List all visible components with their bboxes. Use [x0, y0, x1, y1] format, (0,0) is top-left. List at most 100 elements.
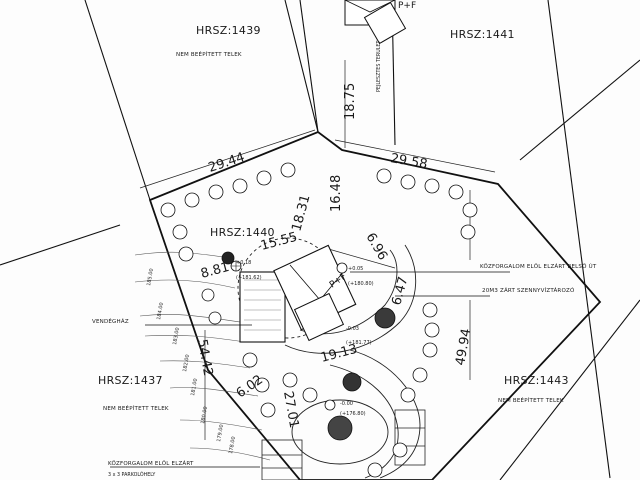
septic-tank-label: 20M3 ZÁRT SZENNYVÍZTÁROZÓ: [482, 287, 575, 294]
tree-icon: [184, 192, 200, 208]
level-label: (+180.80): [348, 281, 374, 287]
tree-icon: [260, 402, 276, 418]
contour-line: [139, 314, 241, 323]
dim-label-27-01: 27.01: [280, 390, 301, 429]
tree-icon: [424, 178, 440, 194]
guesthouse-roof-hatch: [244, 279, 281, 331]
restricted-label: KÖZFORGALOM ELŐL ELZÁRT: [108, 460, 194, 467]
main-building: [239, 244, 357, 343]
tree-icon: [280, 162, 296, 178]
tree-icon: [367, 462, 383, 478]
tree-icon: [256, 170, 272, 186]
level-marker-icon: [324, 399, 336, 411]
tree-icon: [462, 202, 478, 218]
tree-icon: [302, 387, 318, 403]
contour-line: [159, 360, 251, 369]
tree-row: [160, 162, 478, 478]
dim-label-18-31: 18.31: [289, 193, 313, 233]
tree-icon: [460, 224, 476, 240]
contour-label: 183.00: [172, 327, 181, 345]
level-markers: [230, 260, 348, 411]
contour-label: 180.00: [200, 406, 209, 424]
level-label: -0.03: [346, 326, 359, 332]
dim-label-54-42: 54.42: [194, 338, 215, 377]
tree-icon: [392, 442, 408, 458]
tree-icon: [400, 174, 416, 190]
contour-label: 182.00: [182, 354, 191, 372]
dim-line: [139, 129, 316, 189]
tree-icon: [422, 302, 438, 318]
boundary-line: [84, 0, 151, 201]
tree-icon: [448, 184, 464, 200]
dim-label-16-48: 16.48: [329, 175, 344, 212]
tree-icon: [424, 322, 440, 338]
restricted-sub-label: 3 x 3 PARKOLÓHELY: [108, 471, 155, 478]
parcel-1439-note: NEM BEÉPÍTETT TELEK: [176, 50, 242, 58]
dim-line: [324, 247, 396, 269]
level-label: -0.00: [340, 401, 353, 407]
tree-icon: [208, 311, 222, 325]
dim-label-8-81: 8.81: [199, 260, 231, 282]
boundary-line: [499, 299, 640, 480]
parcel-1437-label: HRSZ:1437: [98, 374, 163, 387]
parcel-1443-note: NEM BEÉPÍTETT TELEK: [498, 396, 564, 404]
tree-icon: [221, 251, 235, 265]
contour-line: [189, 447, 271, 461]
house-top: [344, 0, 407, 45]
parcel-1440-label: HRSZ:1440: [210, 226, 275, 239]
tree-icon: [376, 168, 392, 184]
dim-line: [334, 139, 496, 173]
tree-icon: [208, 184, 224, 200]
boundary-line: [519, 59, 640, 161]
tree-icon: [342, 372, 362, 392]
dim-label-49-94: 49.94: [453, 327, 474, 366]
parcel-1441-label: HRSZ:1441: [450, 28, 515, 41]
contour-label: 185.00: [146, 268, 155, 286]
leader-lines: [110, 271, 510, 468]
parking-block: [261, 439, 303, 480]
dim-label-6-47: 6.47: [389, 275, 411, 307]
contour-line: [179, 419, 263, 431]
level-label: (+176.80): [340, 411, 366, 417]
parking-zone-label: PEJLESZTES TERULET: [376, 41, 382, 92]
contour-lines: [134, 251, 271, 461]
road-edge: [284, 244, 417, 354]
house-top-label: P+F: [398, 1, 416, 11]
inner-road-label: KÖZFORGALOM ELŐL ELZÁRT BELSŐ ÚT: [480, 263, 597, 270]
level-label: +0.18: [236, 260, 251, 266]
boundary-line: [0, 224, 121, 266]
main-plot-outline: [148, 130, 602, 480]
tree-icon: [282, 372, 298, 388]
tree-icon: [254, 377, 270, 393]
tree-icon: [172, 224, 188, 240]
parcel-1443-label: HRSZ:1443: [504, 374, 569, 387]
contour-line: [169, 387, 259, 397]
courtyard-ring: [291, 399, 389, 465]
contour-label: 178.00: [228, 436, 237, 454]
parcel-1437-note: NEM BEÉPÍTETT TELEK: [103, 404, 169, 412]
contour-label: 184.00: [156, 302, 165, 320]
dim-label-29-58: 29.58: [389, 151, 428, 172]
tree-icon: [178, 246, 194, 262]
dim-label-18-75: 18.75: [343, 83, 358, 120]
contour-line: [144, 334, 246, 343]
contour-line: [134, 279, 236, 289]
parking-block: [394, 409, 426, 466]
boundary-line: [299, 0, 319, 133]
tree-icon: [400, 387, 416, 403]
tree-icon: [201, 288, 215, 302]
tree-icon: [327, 415, 353, 441]
house-top-ridge: [344, 0, 396, 13]
level-marker-cross: [231, 261, 241, 271]
level-marker-icon: [336, 262, 348, 274]
boundary-line: [284, 0, 319, 133]
level-label: +0.05: [348, 266, 363, 272]
dim-label-29-44: 29.44: [207, 150, 247, 176]
level-label: (+181.62): [236, 275, 262, 281]
parcel-1439-label: HRSZ:1439: [196, 24, 261, 37]
level-label: (+181.77): [346, 340, 372, 346]
tree-icon: [160, 202, 176, 218]
